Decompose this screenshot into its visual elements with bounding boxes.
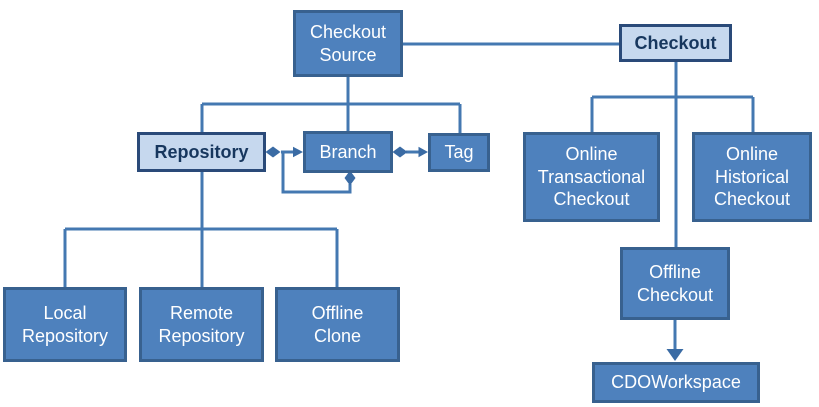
node-tag: Tag (428, 133, 490, 172)
node-label: Online Historical Checkout (713, 143, 791, 210)
aggregation-diamond-branch-right (392, 146, 408, 158)
node-branch: Branch (303, 131, 393, 173)
node-label: Online Transactional Checkout (537, 143, 646, 210)
node-label: Branch (319, 141, 377, 162)
node-label: Repository (154, 141, 249, 162)
node-label: Checkout Source (309, 21, 387, 65)
node-label: Offline Checkout (636, 261, 714, 305)
edge-tree-repository-children (63, 172, 339, 287)
node-remote-repository: Remote Repository (139, 287, 264, 362)
node-label: Offline Clone (311, 302, 364, 346)
node-checkout: Checkout (619, 24, 732, 62)
edge-tree-checkout-children (590, 62, 755, 247)
node-label: Local Repository (21, 302, 109, 346)
aggregation-diamond-repository (265, 146, 281, 158)
node-offline-clone: Offline Clone (275, 287, 400, 362)
node-cdoworkspace: CDOWorkspace (592, 362, 760, 403)
arrowhead-into-cdoworkspace (666, 349, 684, 361)
node-label: Checkout (634, 32, 717, 53)
node-checkout-source: Checkout Source (293, 10, 403, 77)
node-label: CDOWorkspace (611, 372, 741, 393)
node-label: Tag (444, 142, 474, 163)
node-offline-checkout: Offline Checkout (620, 247, 730, 320)
node-online-historical-checkout: Online Historical Checkout (692, 132, 812, 222)
node-online-transactional-checkout: Online Transactional Checkout (523, 132, 660, 222)
arrowhead-into-branch (293, 146, 303, 158)
aggregation-diamond-branch-bottom (344, 170, 356, 186)
edge-branch-self-loop (281, 152, 352, 194)
edge-tree-checkoutsource-children (200, 77, 462, 133)
node-repository: Repository (137, 132, 266, 172)
node-local-repository: Local Repository (3, 287, 127, 362)
node-label: Remote Repository (158, 302, 245, 346)
arrowhead-into-tag (418, 146, 428, 158)
